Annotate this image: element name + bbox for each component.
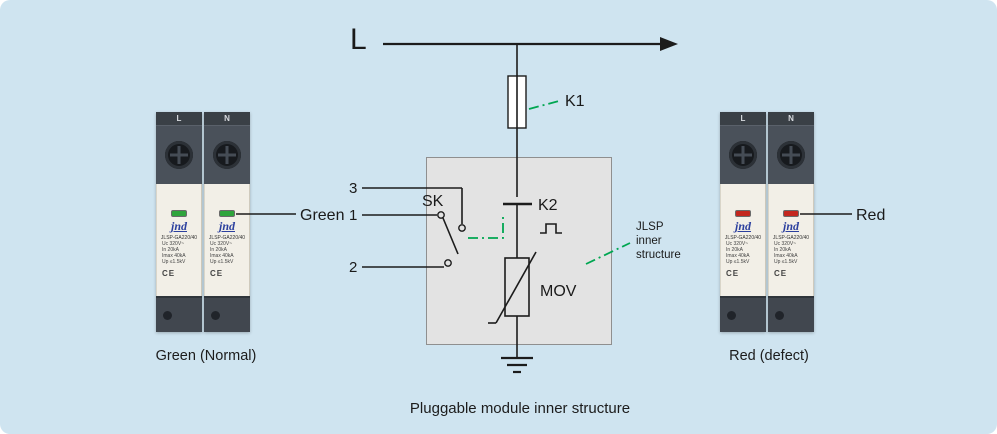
green-pointer-label: Green bbox=[300, 207, 344, 224]
note-line-1: JLSP bbox=[636, 221, 664, 233]
terminal-letter: L bbox=[176, 114, 182, 123]
spec-line: Up ≤1.5kV bbox=[774, 259, 798, 265]
terminal-block bbox=[720, 126, 766, 184]
diagram-title: Pluggable module inner structure bbox=[409, 400, 631, 417]
spd-module: N jnd JLSP-GA220/40 Uc 320V~ In 20kA Ima… bbox=[768, 112, 814, 332]
arrowhead-icon bbox=[660, 37, 678, 51]
spec-line: Imax 40kA bbox=[774, 253, 798, 259]
brand-logo: jnd bbox=[170, 219, 187, 233]
ce-mark: CE bbox=[726, 269, 740, 278]
caption-red-defect: Red (defect) bbox=[729, 348, 809, 364]
terminal-letter: N bbox=[224, 114, 230, 123]
spec-line: Imax 40kA bbox=[162, 253, 186, 259]
terminal-block bbox=[204, 126, 250, 184]
fuse-outline bbox=[507, 75, 527, 129]
terminal-1-label: 1 bbox=[349, 207, 357, 224]
spec-line: Up ≤1.5kV bbox=[210, 259, 234, 265]
terminal-label: N bbox=[204, 112, 250, 126]
ce-mark: CE bbox=[774, 269, 788, 278]
power-line: L bbox=[350, 23, 678, 56]
spec-line: Imax 40kA bbox=[210, 253, 234, 259]
terminal-3-label: 3 bbox=[349, 180, 357, 197]
module-body: jnd JLSP-GA220/40 Uc 320V~ In 20kA Imax … bbox=[768, 184, 814, 296]
terminal-label: L bbox=[720, 112, 766, 126]
terminal-2-label: 2 bbox=[349, 259, 357, 276]
terminal-block bbox=[156, 126, 202, 184]
caption-green-normal: Green (Normal) bbox=[155, 348, 257, 364]
module-foot bbox=[768, 296, 814, 332]
terminal-letter: L bbox=[740, 114, 746, 123]
spec-line: Up ≤1.5kV bbox=[726, 259, 750, 265]
model-number: JLSP-GA220/40 bbox=[160, 235, 198, 241]
inner-structure-box bbox=[426, 157, 612, 345]
status-indicator bbox=[735, 210, 751, 217]
module-foot bbox=[204, 296, 250, 332]
green-pointer: Green bbox=[236, 207, 344, 224]
spd-device-red: L jnd JLSP-GA220/40 Uc 320V~ In 20kA Ima… bbox=[720, 112, 814, 332]
k1-label: K1 bbox=[565, 93, 585, 110]
ce-mark: CE bbox=[162, 269, 176, 278]
note-line-3: structure bbox=[636, 249, 681, 261]
terminal-screw-icon bbox=[165, 141, 193, 169]
brand-logo: jnd bbox=[734, 219, 751, 233]
spd-module: L jnd JLSP-GA220/40 Uc 320V~ In 20kA Ima… bbox=[156, 112, 202, 332]
spec-line: Uc 320V~ bbox=[726, 241, 749, 247]
k1-leader-line bbox=[528, 100, 560, 110]
brand-logo: jnd bbox=[218, 219, 235, 233]
status-indicator bbox=[783, 210, 799, 217]
terminal-letter: N bbox=[788, 114, 794, 123]
status-indicator bbox=[219, 210, 235, 217]
spec-line: In 20kA bbox=[726, 247, 743, 253]
brand-logo: jnd bbox=[782, 219, 799, 233]
status-indicator bbox=[171, 210, 187, 217]
model-number: JLSP-GA220/40 bbox=[724, 235, 762, 241]
terminal-screw-icon bbox=[729, 141, 757, 169]
spec-line: Uc 320V~ bbox=[774, 241, 797, 247]
terminal-block bbox=[768, 126, 814, 184]
module-body: jnd JLSP-GA220/40 Uc 320V~ In 20kA Imax … bbox=[204, 184, 250, 296]
module-foot bbox=[156, 296, 202, 332]
terminal-screw-icon bbox=[213, 141, 241, 169]
spec-line: In 20kA bbox=[162, 247, 179, 253]
module-body: jnd JLSP-GA220/40 Uc 320V~ In 20kA Imax … bbox=[156, 184, 202, 296]
ce-mark: CE bbox=[210, 269, 224, 278]
spd-module: N jnd JLSP-GA220/40 Uc 320V~ In 20kA Ima… bbox=[204, 112, 250, 332]
line-l-label: L bbox=[350, 23, 367, 56]
model-number: JLSP-GA220/40 bbox=[772, 235, 810, 241]
red-pointer-label: Red bbox=[856, 207, 885, 224]
terminal-screw-icon bbox=[777, 141, 805, 169]
terminal-label: N bbox=[768, 112, 814, 126]
module-foot bbox=[720, 296, 766, 332]
terminal-label: L bbox=[156, 112, 202, 126]
spd-module: L jnd JLSP-GA220/40 Uc 320V~ In 20kA Ima… bbox=[720, 112, 766, 332]
spec-line: Imax 40kA bbox=[726, 253, 750, 259]
model-number: JLSP-GA220/40 bbox=[208, 235, 246, 241]
spd-device-green: L jnd JLSP-GA220/40 Uc 320V~ In 20kA Ima… bbox=[156, 112, 250, 332]
fuse-body bbox=[508, 76, 526, 128]
module-body: jnd JLSP-GA220/40 Uc 320V~ In 20kA Imax … bbox=[720, 184, 766, 296]
spec-line: In 20kA bbox=[774, 247, 791, 253]
spec-line: Uc 320V~ bbox=[162, 241, 185, 247]
note-line-2: inner bbox=[636, 235, 662, 247]
spec-line: In 20kA bbox=[210, 247, 227, 253]
fuse-k1: K1 bbox=[507, 75, 585, 129]
spec-line: Up ≤1.5kV bbox=[162, 259, 186, 265]
spec-line: Uc 320V~ bbox=[210, 241, 233, 247]
